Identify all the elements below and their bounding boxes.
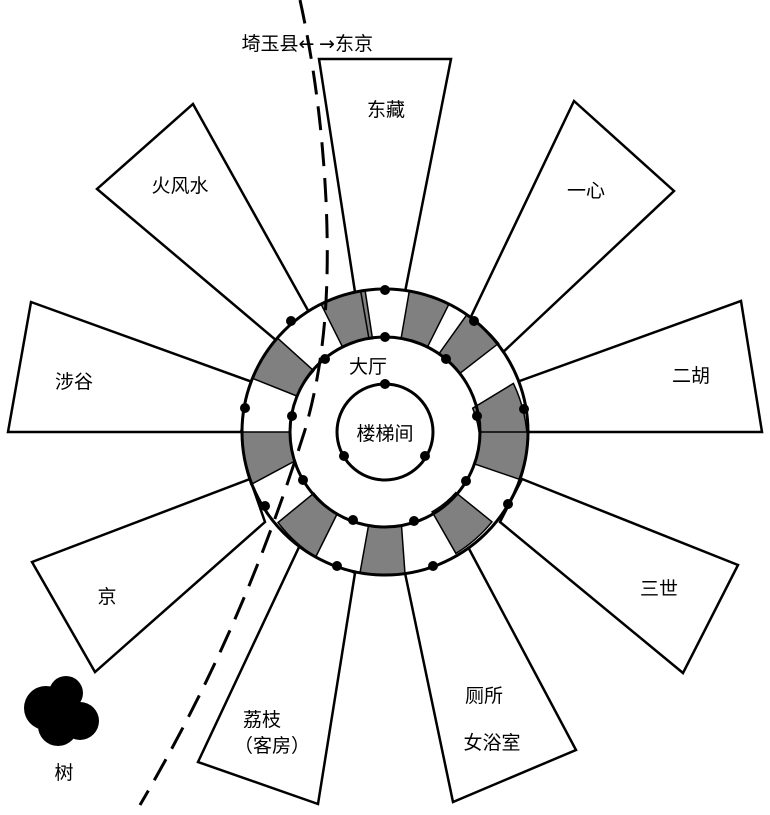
pillar-dot (461, 476, 471, 486)
room-toilet (403, 543, 578, 804)
connector-lizhi (359, 524, 406, 576)
room-label-yixin: 一心 (567, 180, 605, 202)
pillar-dot (339, 451, 349, 461)
room-label-dongzang: 东藏 (367, 99, 405, 121)
pillar-dot (441, 354, 451, 364)
pillar-dot (240, 403, 250, 413)
pillar-dot (348, 515, 358, 525)
pillar-dot (469, 316, 479, 326)
tree-icon (24, 676, 99, 746)
pillar-dot (380, 332, 390, 342)
room-dongzang (317, 57, 453, 294)
pillar-dot (519, 404, 529, 414)
room-wedges (6, 57, 764, 806)
room-label-erhu: 二胡 (672, 365, 710, 387)
pillar-dot (380, 285, 390, 295)
pillar-dot (298, 475, 308, 485)
pillar-dot (332, 561, 342, 571)
room-label-lizhi: 荔枝 (243, 709, 281, 731)
pillar-dot (472, 411, 482, 421)
room-shegu (6, 300, 257, 434)
pillar-dot (380, 379, 390, 389)
prefecture-boundary-line (138, 0, 329, 806)
pillar-dot (409, 516, 419, 526)
room-label-sanshi: 三世 (640, 578, 678, 600)
room-label-toilet-bath: 女浴室 (463, 732, 520, 754)
room-label-huofengshui: 火风水 (151, 175, 208, 197)
tree-label: 树 (54, 762, 73, 784)
pillar-dot (428, 561, 438, 571)
pillar-dot (503, 499, 513, 509)
pillar-dot (287, 411, 297, 421)
boundary-label-saitama: 埼玉县← (242, 33, 315, 55)
room-label-jing: 京 (97, 586, 116, 608)
pillar-dot (286, 316, 296, 326)
room-label-lizhi-guest: （客房） (234, 735, 310, 757)
room-label-shegu: 涉谷 (55, 371, 93, 393)
boundary-label-tokyo: →东京 (319, 33, 373, 55)
hall-label: 大厅 (349, 356, 387, 378)
room-label-toilet: 厕所 (465, 685, 503, 707)
stairwell-label: 楼梯间 (356, 423, 413, 445)
pillar-dot (420, 451, 430, 461)
room-sanshi (498, 477, 740, 675)
room-yixin (465, 98, 676, 357)
room-erhu (512, 299, 764, 434)
pillar-dots (240, 285, 529, 571)
room-lizhi (196, 543, 357, 806)
room-huofengshui (95, 102, 317, 354)
connector-toilet (431, 491, 494, 555)
pillar-dot (260, 501, 270, 511)
room-jing (30, 477, 267, 674)
pillar-dot (320, 354, 330, 364)
